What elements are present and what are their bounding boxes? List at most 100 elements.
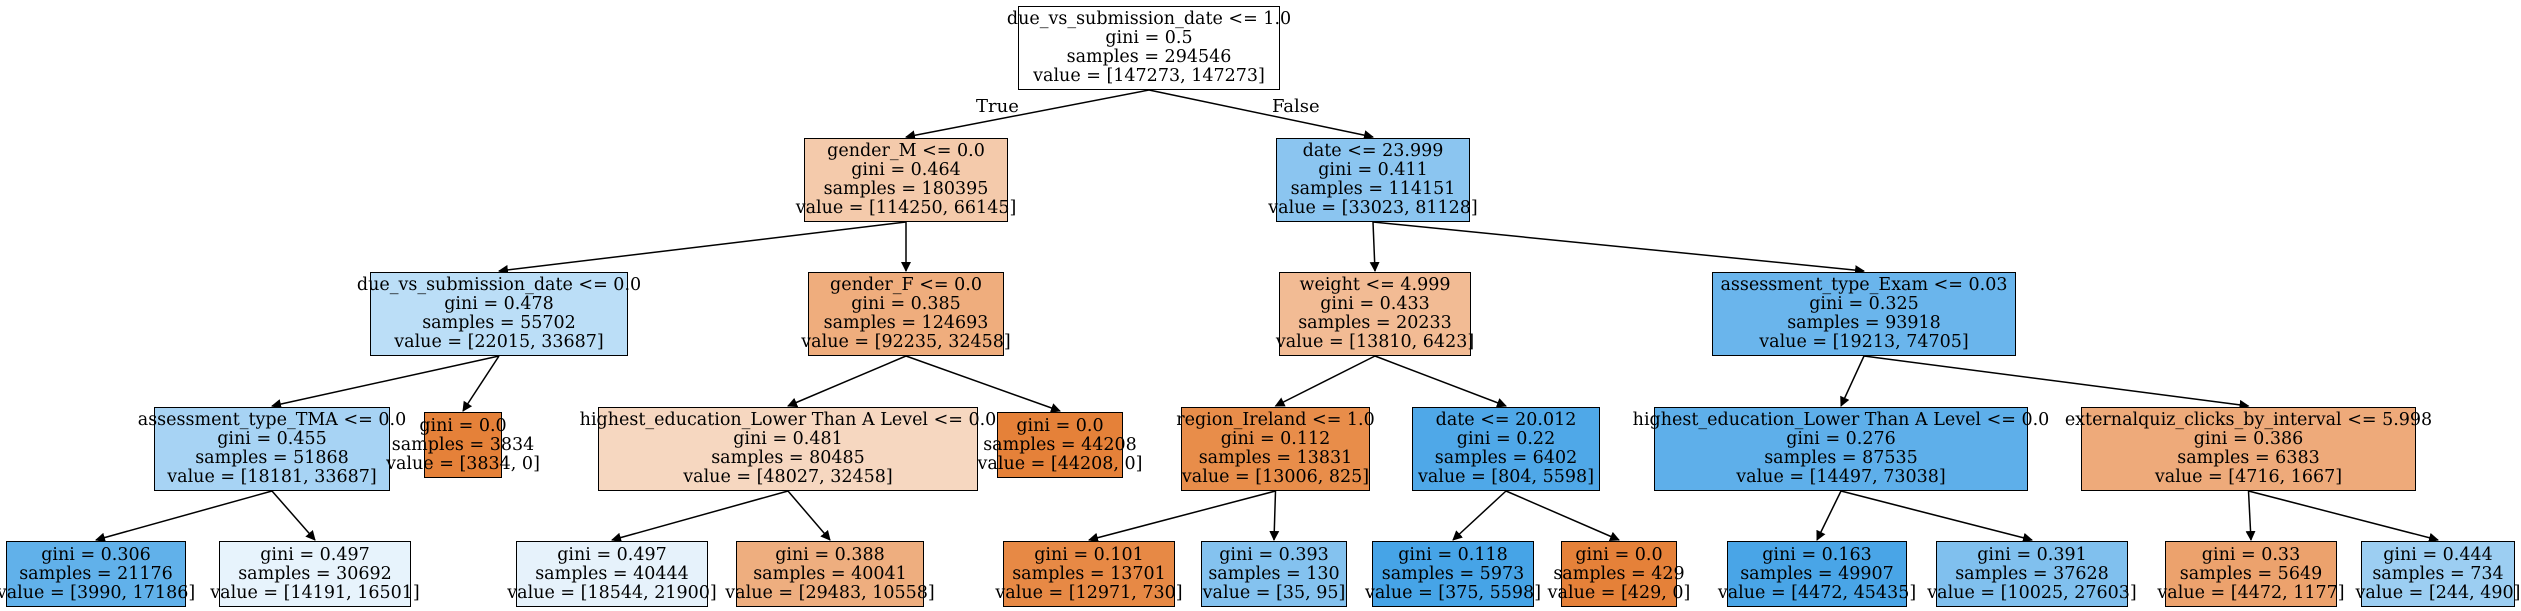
node-text-line: samples = 130 [1208, 563, 1340, 584]
node-text-line: samples = 20233 [1298, 313, 1452, 333]
edge-n6-n14 [1863, 355, 2250, 410]
node-text-line: gini = 0.393 [1219, 544, 1329, 565]
node-text-line: value = [13810, 6423] [1275, 332, 1475, 352]
node-text-line: gini = 0.386 [2193, 429, 2304, 449]
node-text-line: samples = 180395 [823, 179, 989, 199]
node-text-line: gini = 0.388 [775, 544, 885, 565]
edge-n4-n9 [787, 355, 907, 408]
node-text-line: samples = 44208 [983, 434, 1137, 455]
node-text-line: samples = 294546 [1066, 47, 1232, 67]
node-text-line: samples = 5649 [2179, 563, 2323, 584]
edge-n0-n1 [905, 89, 1150, 141]
edge-n2-n6 [1372, 221, 1865, 276]
node-text-line: gender_F <= 0.0 [830, 275, 982, 295]
node-text-line: samples = 13831 [1198, 448, 1353, 468]
node-text-line: samples = 3834 [391, 434, 535, 455]
edge-n7-n15 [95, 490, 273, 543]
edge-n9-n17 [611, 490, 789, 543]
node-text-line: samples = 429 [1553, 563, 1685, 584]
node-text-line: value = [3990, 17186] [0, 582, 196, 603]
node-text-line: gini = 0.276 [1786, 429, 1896, 449]
node-text-line: value = [14191, 16501] [210, 582, 420, 603]
node-text-line: samples = 49907 [1740, 563, 1894, 584]
tree-node-n9: highest_education_Lower Than A Level <= … [580, 407, 996, 491]
node-text-line: value = [29483, 10558] [725, 582, 935, 603]
node-text-line: gini = 0.411 [1318, 160, 1428, 180]
node-text-line: gini = 0.163 [1762, 544, 1872, 565]
node-text-line: value = [3834, 0] [386, 453, 540, 474]
node-text-line: samples = 734 [2372, 563, 2504, 584]
node-text-line: value = [92235, 32458] [801, 332, 1011, 352]
node-text-line: assessment_type_TMA <= 0.0 [137, 410, 407, 430]
node-text-line: value = [4472, 45435] [1717, 582, 1917, 603]
node-text-line: date <= 20.012 [1435, 410, 1577, 430]
node-text-line: assessment_type_Exam <= 0.03 [1720, 275, 2008, 295]
edge-n2-n5 [1369, 221, 1380, 272]
node-text-line: due_vs_submission_date <= 0.0 [356, 275, 642, 295]
node-text-line: samples = 40444 [535, 563, 689, 584]
node-text-line: gini = 0.112 [1220, 429, 1331, 449]
node-text-line: value = [13006, 825] [1181, 467, 1370, 487]
node-text-line: gini = 0.0 [419, 415, 507, 436]
node-text-line: value = [114250, 66145] [795, 198, 1017, 218]
edge-n13-n24 [1840, 490, 2033, 543]
node-text-line: gini = 0.385 [851, 294, 961, 314]
edge-n5-n12 [1374, 355, 1507, 408]
node-text-line: gini = 0.497 [260, 544, 370, 565]
edge-n7-n16 [271, 490, 316, 541]
edge-n5-n11 [1274, 355, 1376, 407]
node-text-line: gini = 0.22 [1456, 429, 1556, 449]
node-text-line: gini = 0.478 [444, 294, 554, 314]
node-text-line: value = [48027, 32458] [683, 467, 893, 487]
node-text-line: value = [22015, 33687] [394, 332, 604, 352]
node-text-line: value = [244, 490] [2355, 582, 2521, 603]
node-text-line: gini = 0.5 [1105, 28, 1193, 48]
node-text-line: samples = 55702 [422, 313, 576, 333]
node-text-line: weight <= 4.999 [1299, 275, 1451, 295]
node-text-line: value = [19213, 74705] [1759, 332, 1969, 352]
node-text-line: gini = 0.391 [1977, 544, 2087, 565]
node-text-line: due_vs_submission_date <= 1.0 [1006, 9, 1292, 29]
node-text-line: value = [375, 5598] [1364, 582, 1542, 603]
edge-n3-n8 [462, 355, 500, 412]
node-text-line: value = [12971, 730] [995, 582, 1183, 603]
node-text-line: gini = 0.0 [1016, 415, 1104, 436]
node-text-line: value = [147273, 147273] [1033, 66, 1265, 86]
edge-n12-n21 [1452, 490, 1507, 541]
node-text-line: value = [35, 95] [1202, 582, 1346, 603]
node-text-line: samples = 30692 [238, 563, 392, 584]
edge-n14-n26 [2248, 490, 2439, 543]
node-text-line: externalquiz_clicks_by_interval <= 5.998 [2064, 410, 2433, 430]
edge-n6-n13 [1840, 355, 1865, 407]
node-text-line: value = [18544, 21900] [507, 582, 717, 603]
edge-n3-n7 [271, 355, 500, 409]
tree-node-n14: externalquiz_clicks_by_interval <= 5.998… [2065, 407, 2432, 491]
node-text-line: gini = 0.33 [2201, 544, 2301, 565]
node-text-line: gini = 0.306 [41, 544, 151, 565]
node-text-line: gini = 0.444 [2383, 544, 2493, 565]
node-text-line: gini = 0.0 [1575, 544, 1663, 565]
node-text-line: gini = 0.101 [1034, 544, 1144, 565]
node-text-line: samples = 37628 [1955, 563, 2109, 584]
node-text-line: date <= 23.999 [1302, 141, 1444, 161]
node-text-line: gini = 0.433 [1320, 294, 1430, 314]
